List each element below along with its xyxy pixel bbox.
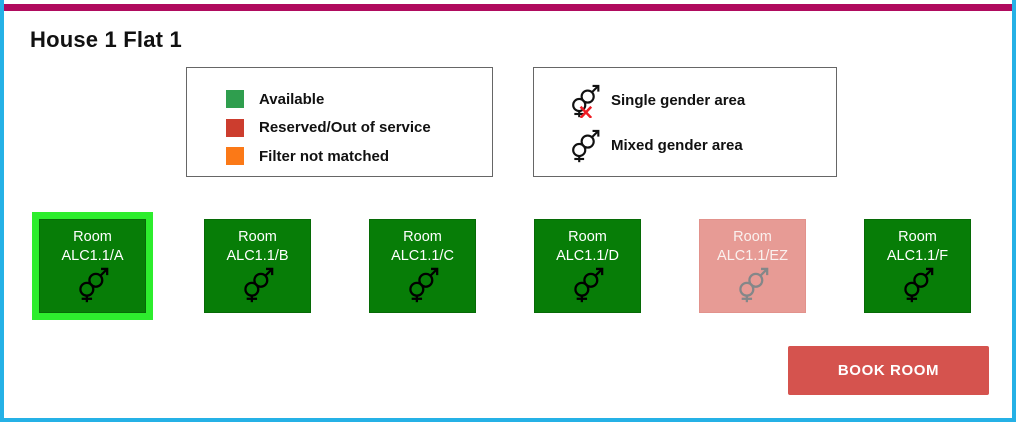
room-name-line1: Room bbox=[403, 229, 442, 245]
gender-legend: Single gender area Mixed gender area bbox=[533, 67, 837, 177]
room-name-line1: Room bbox=[73, 229, 112, 245]
legend-label: Mixed gender area bbox=[611, 137, 743, 154]
room-name-line2: ALC1.1/B bbox=[226, 248, 289, 264]
book-room-button[interactable]: BOOK ROOM bbox=[788, 346, 989, 395]
mixed-gender-icon bbox=[78, 267, 108, 303]
status-legend: Available Reserved/Out of service Filter… bbox=[186, 67, 493, 177]
mixed-gender-icon bbox=[408, 267, 438, 303]
mixed-gender-icon bbox=[569, 129, 601, 163]
room-tile-alc11b[interactable]: Room ALC1.1/B bbox=[204, 219, 311, 313]
room-name-line2: ALC1.1/C bbox=[391, 248, 454, 264]
room-name-line1: Room bbox=[733, 229, 772, 245]
room-tile-alc11d[interactable]: Room ALC1.1/D bbox=[534, 219, 641, 313]
room-name-line1: Room bbox=[238, 229, 277, 245]
room-tile-alc11a[interactable]: Room ALC1.1/A bbox=[32, 212, 153, 320]
legend-row-single-gender: Single gender area bbox=[569, 78, 836, 123]
room-name-line1: Room bbox=[568, 229, 607, 245]
room-name-line2: ALC1.1/A bbox=[61, 248, 124, 264]
mixed-gender-icon bbox=[738, 267, 768, 303]
legend-label: Reserved/Out of service bbox=[259, 119, 431, 137]
legend-row-reserved: Reserved/Out of service bbox=[226, 114, 492, 143]
mixed-gender-icon bbox=[243, 267, 273, 303]
page-title: House 1 Flat 1 bbox=[30, 27, 182, 52]
legend-row-mixed-gender: Mixed gender area bbox=[569, 123, 836, 168]
room-name-line2: ALC1.1/EZ bbox=[717, 248, 788, 264]
legend-label: Filter not matched bbox=[259, 147, 390, 165]
legend-row-filter: Filter not matched bbox=[226, 142, 492, 171]
room-name-line2: ALC1.1/F bbox=[886, 248, 949, 264]
legend-row-available: Available bbox=[226, 85, 492, 114]
mixed-gender-icon bbox=[903, 267, 933, 303]
legend-label: Single gender area bbox=[611, 92, 746, 109]
top-accent-bar bbox=[4, 4, 1012, 11]
mixed-gender-icon bbox=[573, 267, 603, 303]
reserved-swatch-icon bbox=[226, 118, 244, 137]
available-swatch-icon bbox=[226, 90, 244, 109]
room-tile-alc11ez[interactable]: Room ALC1.1/EZ bbox=[699, 219, 806, 313]
single-gender-icon bbox=[569, 84, 601, 118]
room-name-line1: Room bbox=[898, 229, 937, 245]
room-tile-alc11f[interactable]: Room ALC1.1/F bbox=[864, 219, 971, 313]
room-name-line2: ALC1.1/D bbox=[556, 248, 619, 264]
room-tile-row: Room ALC1.1/A Room ALC1.1/B Room ALC1.1/… bbox=[32, 212, 971, 320]
legend-label: Available bbox=[259, 90, 325, 108]
filter-swatch-icon bbox=[226, 147, 244, 166]
room-tile-alc11c[interactable]: Room ALC1.1/C bbox=[369, 219, 476, 313]
